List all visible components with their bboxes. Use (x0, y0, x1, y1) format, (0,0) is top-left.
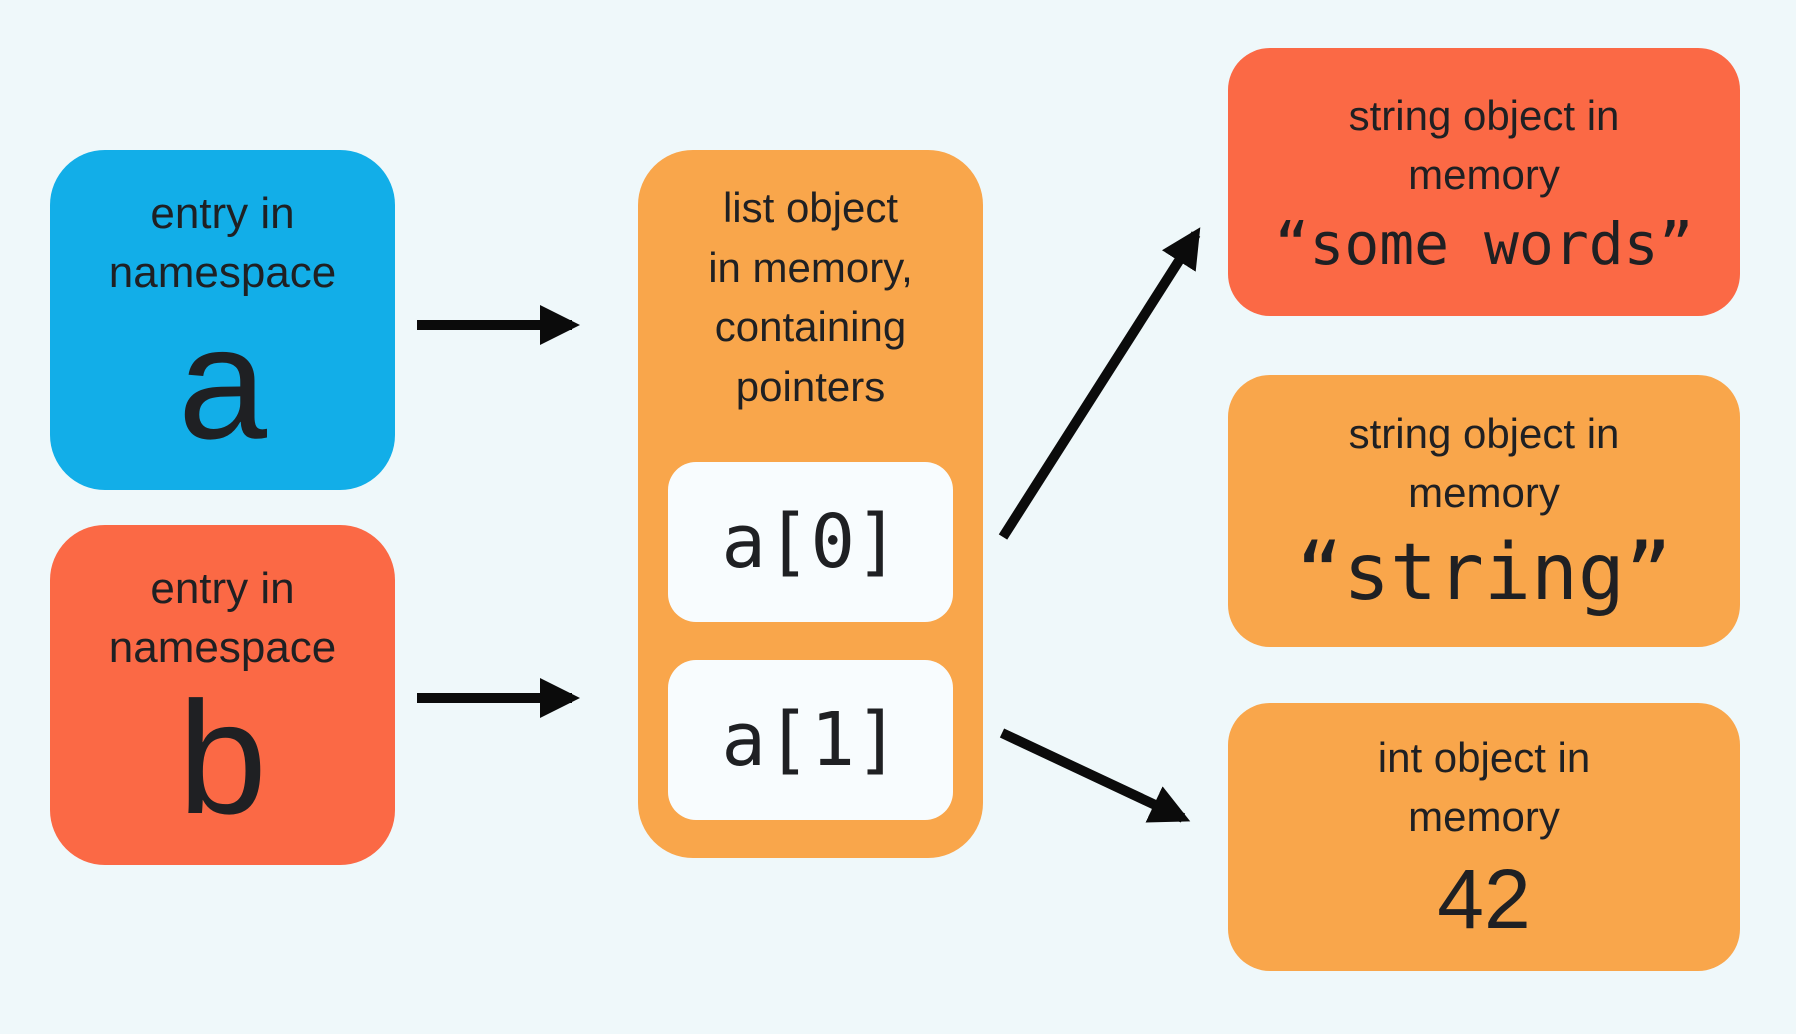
some-words-label-line2: memory (1408, 151, 1560, 199)
list-object-box: list object in memory, containing pointe… (638, 150, 983, 858)
list-label-line4: pointers (735, 362, 886, 410)
list-label-line2: in memory, (708, 243, 913, 291)
list-cell-a0: a[0] (668, 462, 953, 622)
namespace-entry-a-box: entry in namespace a (50, 150, 395, 490)
list-cell-a1: a[1] (668, 660, 953, 820)
entry-b-label-line1: entry in (150, 564, 295, 614)
some-words-label-line1: string object in (1348, 92, 1620, 140)
list-label-line1: list object (722, 184, 899, 231)
string-object-some-words-box: string object in memory “some words” (1228, 48, 1740, 316)
entry-a-variable-name: a (178, 292, 267, 472)
int-label-line2: memory (1408, 792, 1560, 840)
list-label-line3: containing (714, 303, 907, 351)
string-label-line1: string object in (1348, 410, 1620, 458)
entry-a-label-line1: entry in (150, 189, 295, 239)
string-label-line2: memory (1408, 469, 1560, 517)
entry-b-variable-name: b (178, 667, 267, 847)
arrow-a0-to-some-words (998, 227, 1201, 540)
entry-b-label-line2: namespace (108, 623, 337, 673)
string-value: “string” (1296, 527, 1672, 618)
arrow-a1-to-int (999, 728, 1191, 823)
some-words-value: “some words” (1274, 209, 1694, 278)
string-object-string-box: string object in memory “string” (1228, 375, 1740, 647)
namespace-entry-b-box: entry in namespace b (50, 525, 395, 865)
list-cell-a0-text: a[0] (721, 499, 900, 585)
int-label-line1: int object in (1377, 734, 1591, 781)
entry-a-label-line2: namespace (108, 248, 337, 298)
list-cell-a1-text: a[1] (721, 697, 900, 783)
int-object-box: int object in memory 42 (1228, 703, 1740, 971)
int-value: 42 (1437, 851, 1531, 946)
